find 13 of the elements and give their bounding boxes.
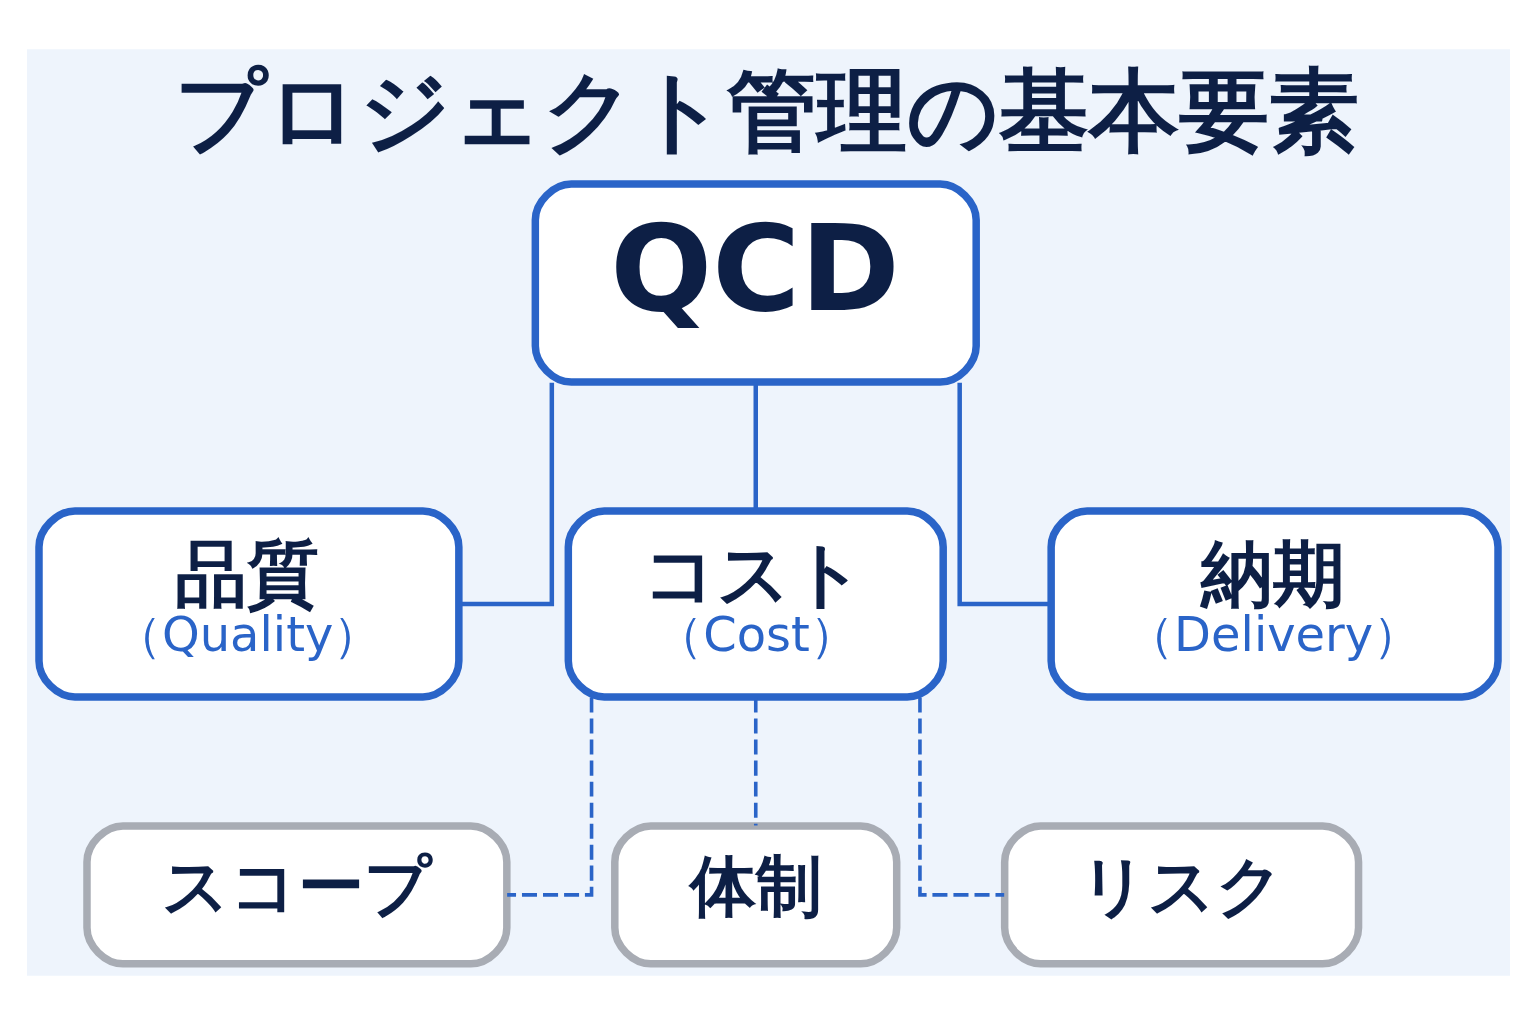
connector	[506, 697, 593, 897]
connector	[753, 382, 758, 511]
node-box: スコープ	[82, 821, 511, 968]
node-box: コスト （Cost）	[564, 506, 947, 701]
connector	[956, 382, 1051, 606]
node-box: 品質 （Quality）	[34, 506, 463, 701]
node-box: リスク	[1000, 821, 1362, 968]
connector	[753, 697, 758, 825]
node-box: QCD	[531, 179, 980, 386]
node-box: 納期 （Delivery）	[1046, 506, 1502, 701]
node-box: 体制	[610, 821, 900, 968]
connector	[917, 697, 1004, 897]
diagram-title: プロジェクト管理の基本要素	[174, 57, 1359, 163]
